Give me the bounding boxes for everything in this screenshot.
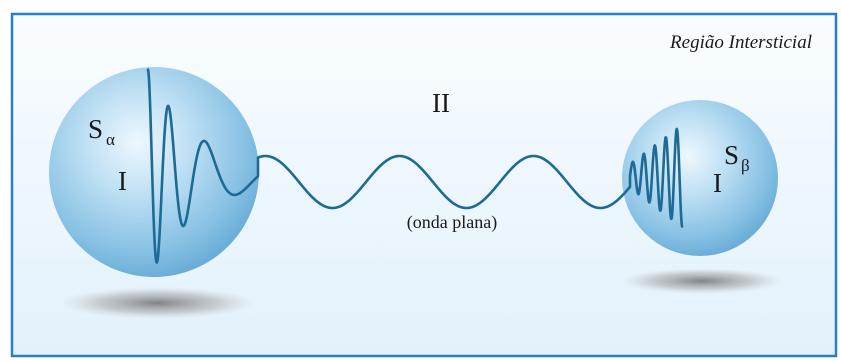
sphere-alpha-region-i-label: I (118, 166, 127, 196)
sphere-alpha (49, 67, 259, 277)
wave-function-curve (146, 68, 684, 264)
sphere-alpha-subscript: α (106, 130, 115, 149)
left-sphere-shadow (60, 287, 256, 319)
sphere-beta (622, 100, 778, 256)
sphere-beta-region-i-label: I (713, 168, 722, 198)
sphere-beta-subscript: β (741, 156, 750, 175)
sphere-alpha-symbol: S (88, 114, 103, 144)
interstitial-region-label: Região Intersticial (669, 32, 812, 53)
region-ii-label: II (432, 88, 450, 118)
sphere-beta-symbol: S (724, 140, 739, 170)
plane-wave-label: (onda plana) (407, 212, 497, 233)
right-sphere-shadow (620, 268, 784, 294)
